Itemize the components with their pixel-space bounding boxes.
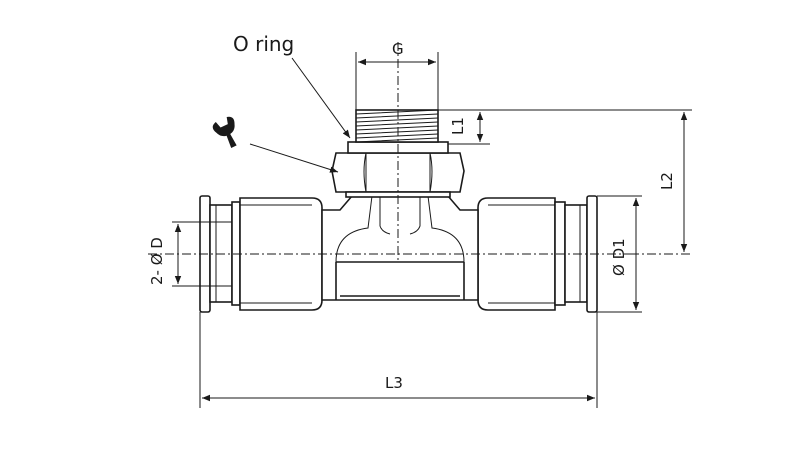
l3-label: L3 xyxy=(385,374,403,392)
dimension-d1 xyxy=(597,195,642,313)
o-ring-label: O ring xyxy=(233,32,294,56)
l2-label: L2 xyxy=(658,172,676,190)
tee-body xyxy=(321,195,479,301)
dimension-l1 xyxy=(438,109,692,145)
dimension-g xyxy=(355,52,439,110)
o-ring-leader xyxy=(291,57,351,139)
l1-label: L1 xyxy=(449,117,467,135)
wrench-icon xyxy=(212,116,237,148)
d1-label: Ø D1 xyxy=(610,238,628,276)
d-label: 2- Ø D xyxy=(148,237,166,285)
g-label: G xyxy=(392,40,404,58)
dimension-l3 xyxy=(199,312,598,408)
wrench-leader xyxy=(249,143,339,173)
dimension-d xyxy=(172,221,232,287)
